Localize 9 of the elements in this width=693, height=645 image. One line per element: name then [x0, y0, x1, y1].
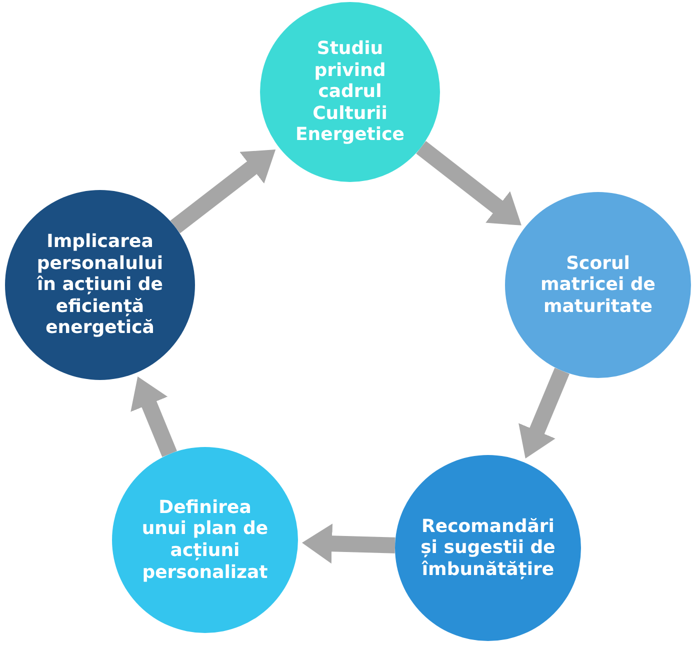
- arrow: [130, 376, 177, 458]
- arrow: [416, 140, 522, 226]
- step-label: Scorul matricei de maturitate: [540, 252, 656, 318]
- step-label: Definirea unui plan de acțiuni personalizat: [140, 496, 270, 584]
- step-label: Implicarea personalului în acțiuni de eficiență energetică: [36, 231, 164, 339]
- step-label: Studiu privind cadrul Culturii Energetice: [294, 38, 406, 146]
- arrow: [302, 524, 396, 564]
- arrow: [518, 368, 570, 458]
- step-label: Recomandări și sugestii de îmbunătățire: [420, 516, 556, 580]
